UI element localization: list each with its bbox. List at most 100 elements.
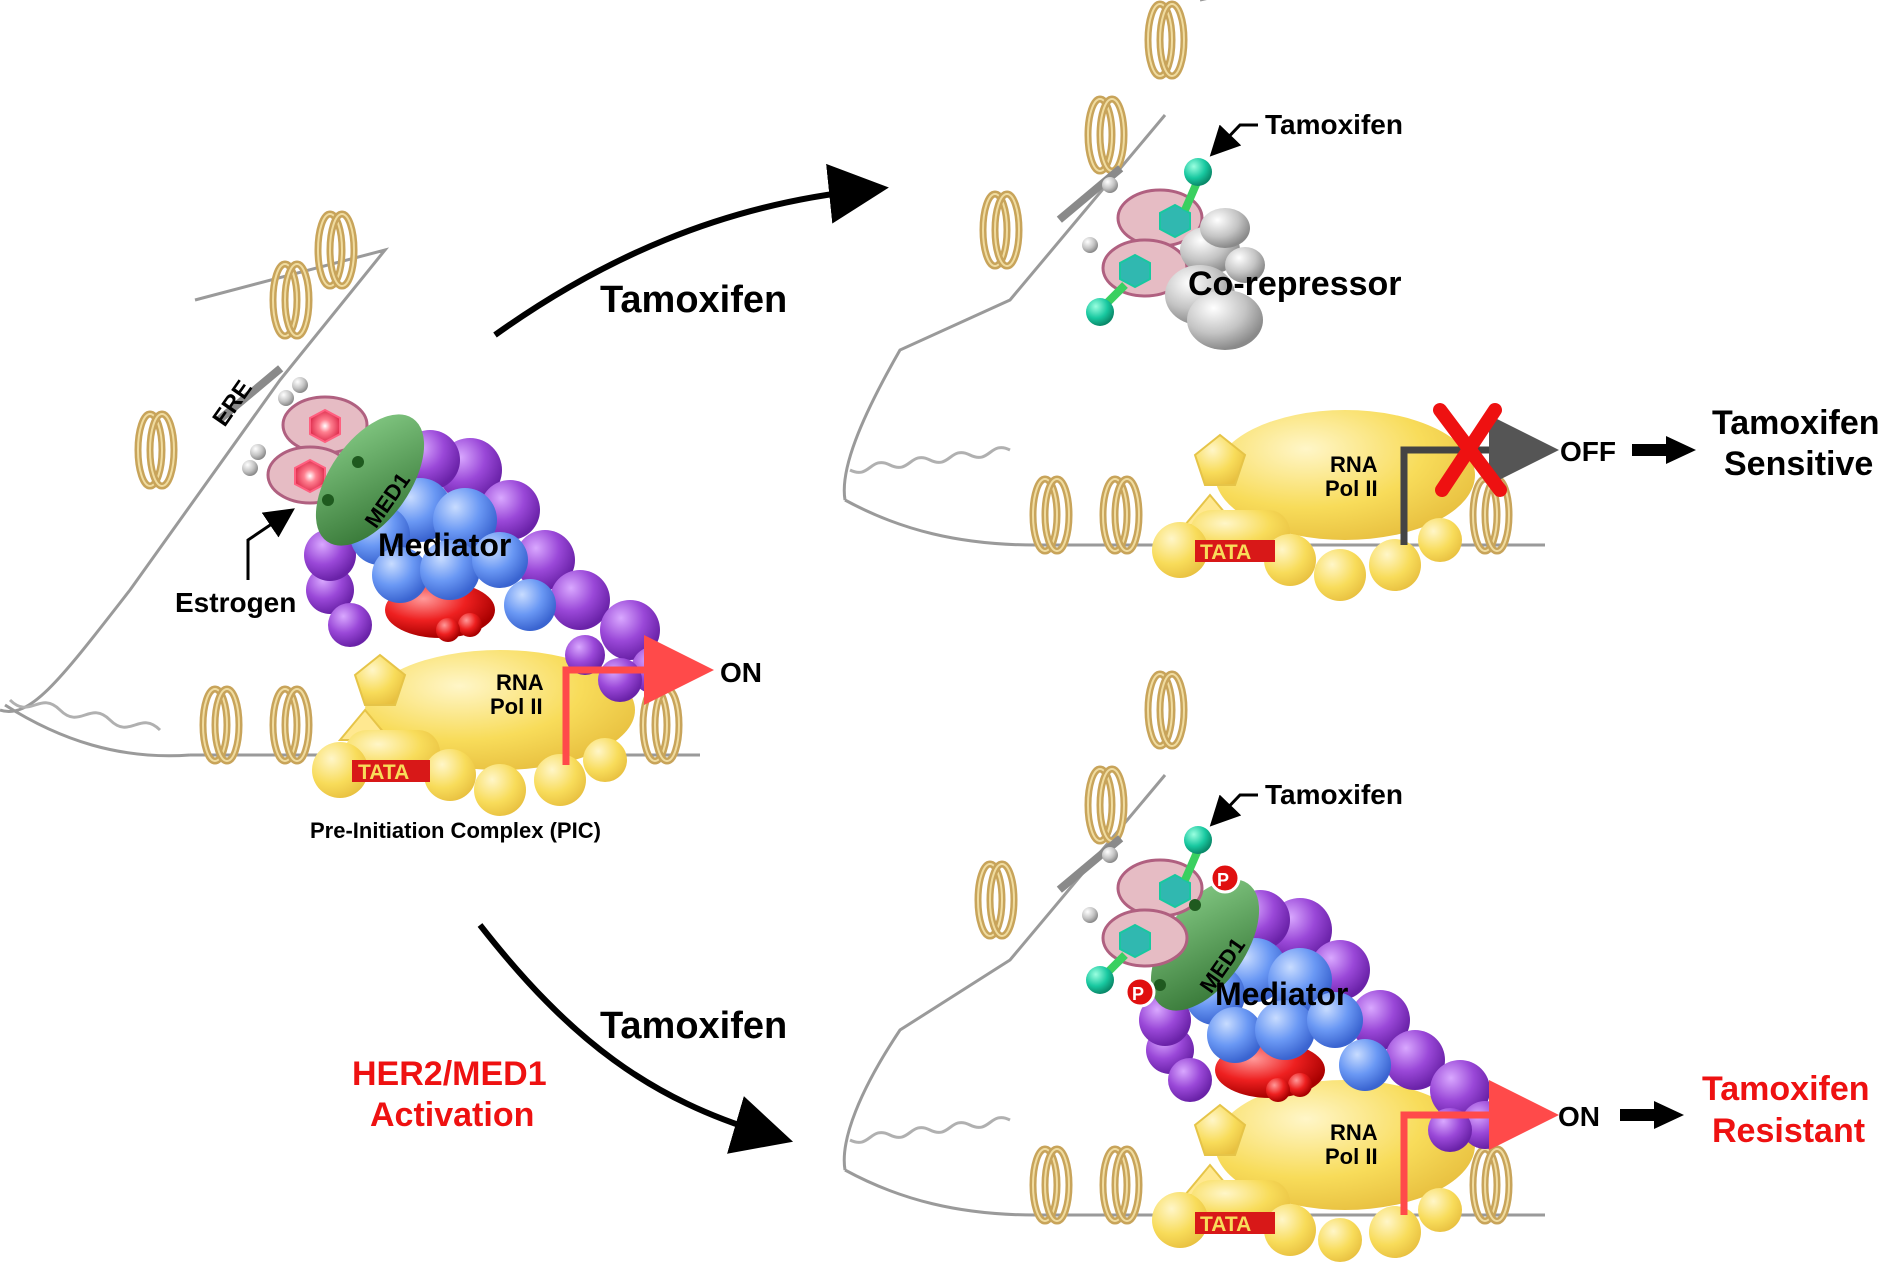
nucleosome: [1033, 479, 1069, 551]
tamoxifen-molecule: [1159, 873, 1191, 909]
nucleosome: [1103, 1149, 1139, 1221]
her2-med1-label: HER2/MED1: [352, 1055, 547, 1093]
nucleosome: [1088, 99, 1124, 171]
tamoxifen-molecule: [1086, 966, 1114, 994]
receptor-knob: [1082, 237, 1098, 253]
lower-transition-arrow: [477, 923, 794, 1154]
tamoxifen-molecule: [1119, 923, 1151, 959]
block-x-icon: [1433, 403, 1507, 497]
nucleosome: [318, 214, 354, 286]
pol-label: Pol II: [490, 694, 543, 719]
top-right-panel: Co-repressor Tamoxifen TATA RNA Pol II O…: [842, 0, 1880, 601]
receptor-knob: [242, 460, 258, 476]
pol-label: Pol II: [1325, 1144, 1378, 1169]
left-panel: ERE TATA: [0, 214, 762, 843]
pic-label: Pre-Initiation Complex (PIC): [310, 818, 601, 843]
tamoxifen-molecule: [1159, 203, 1191, 239]
estrogen-pointer-arrow: [246, 508, 295, 580]
transcription-arrow-on: [1400, 1080, 1559, 1215]
upper-arrow-label: Tamoxifen: [600, 279, 787, 321]
nucleosome: [203, 689, 239, 761]
phospho-icon: [1209, 862, 1241, 894]
nucleosome: [273, 689, 309, 761]
nucleosome: [1033, 1149, 1069, 1221]
nucleosome: [1473, 1149, 1509, 1221]
nucleosome: [1148, 674, 1184, 746]
tamoxifen-molecule: [1181, 848, 1202, 882]
tata-label: TATA: [1200, 1213, 1251, 1236]
pic-complex: [1152, 410, 1475, 601]
nucleosome: [273, 264, 309, 336]
rna-label: RNA: [496, 670, 544, 695]
nucleosome: [1103, 479, 1139, 551]
tamoxifen-pointer-arrow: [1209, 123, 1258, 157]
rna-label: RNA: [1330, 452, 1378, 477]
med1-contact: [322, 494, 334, 506]
nucleosome: [1088, 769, 1124, 841]
lower-arrow-label: Tamoxifen: [600, 1005, 787, 1047]
mediator-complex: [1139, 890, 1509, 1152]
outcome-line2: Resistant: [1712, 1112, 1865, 1150]
med1-subunit: [315, 414, 425, 546]
on-label: ON: [720, 657, 762, 688]
tamoxifen-molecule: [1184, 158, 1212, 186]
outcome-arrow-head: [1666, 436, 1696, 464]
phospho-label: P: [1132, 984, 1144, 1004]
tata-box: [352, 760, 430, 782]
phospho-label: P: [1217, 870, 1229, 890]
tata-label: TATA: [358, 761, 409, 784]
mediator-label: Mediator: [378, 527, 511, 563]
dna-helix: [849, 446, 1011, 474]
outcome-line1: Tamoxifen: [1702, 1070, 1870, 1108]
receptor-knob: [292, 377, 308, 393]
med1-contact: [1154, 979, 1166, 991]
receptor-knob: [1082, 907, 1098, 923]
off-label: OFF: [1560, 436, 1616, 467]
nucleosome: [983, 194, 1019, 266]
dna-helix: [8, 698, 162, 732]
tata-label: TATA: [1200, 541, 1251, 564]
receptor-knob: [278, 390, 294, 406]
tamoxifen-label: Tamoxifen: [1265, 109, 1403, 140]
rna-label: RNA: [1330, 1120, 1378, 1145]
on-label: ON: [1558, 1101, 1600, 1132]
tamoxifen-molecule: [1119, 253, 1151, 289]
upper-transition-arrow: [493, 163, 889, 338]
outcome-line1: Tamoxifen: [1712, 404, 1880, 442]
dna-helix: [849, 1116, 1011, 1144]
transcription-arrow-on: [562, 635, 714, 765]
ere-element: [1056, 835, 1124, 893]
mediator-label: Mediator: [1215, 976, 1348, 1012]
nucleosome: [1148, 4, 1184, 76]
activation-label: Activation: [370, 1096, 534, 1134]
ere-element: [1056, 165, 1124, 223]
corepressor-label: Co-repressor: [1188, 265, 1402, 303]
med1-contact: [352, 456, 364, 468]
nucleosome: [643, 689, 679, 761]
tata-box: [1195, 540, 1275, 562]
tamoxifen-label: Tamoxifen: [1265, 779, 1403, 810]
med1-contact: [1189, 899, 1201, 911]
outcome-arrow-head: [1654, 1101, 1684, 1129]
bottom-right-panel: TATA MED1 Mediato: [842, 674, 1870, 1262]
receptor-knob: [250, 444, 266, 460]
transcription-arrow-off: [1400, 415, 1559, 545]
estrogen-label: Estrogen: [175, 587, 296, 618]
nucleosome: [978, 864, 1014, 936]
ere-element: [216, 365, 284, 423]
estrogen-ligand: [294, 458, 326, 494]
outcome-line2: Sensitive: [1724, 445, 1873, 483]
nucleosome: [138, 414, 174, 486]
tamoxifen-molecule: [1184, 826, 1212, 854]
corepressor-complex: [1165, 208, 1265, 350]
receptor-knob: [1102, 847, 1118, 863]
tata-box: [1195, 1212, 1275, 1234]
tamoxifen-molecule: [1086, 298, 1114, 326]
receptor-knob: [1102, 177, 1118, 193]
pol-label: Pol II: [1325, 476, 1378, 501]
tamoxifen-pointer-arrow: [1209, 793, 1258, 827]
estrogen-ligand: [309, 408, 341, 444]
med1-subunit: [1150, 879, 1260, 1011]
phospho-icon: [1124, 976, 1156, 1008]
